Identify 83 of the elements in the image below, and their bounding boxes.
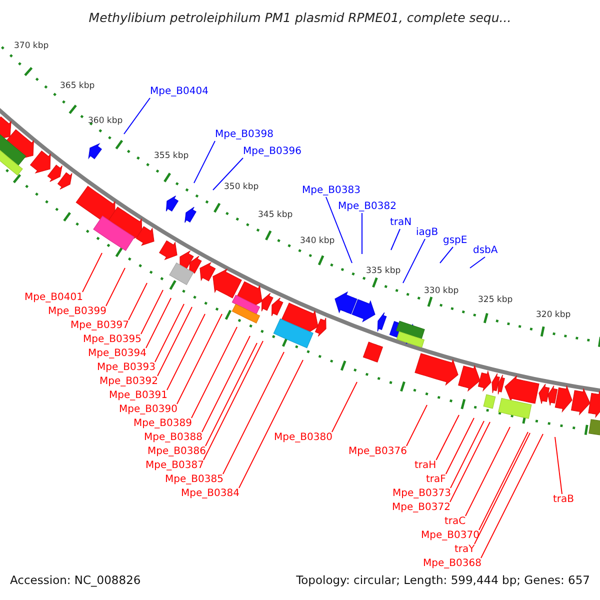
leader-line xyxy=(176,314,222,404)
leader-line xyxy=(191,326,238,418)
gene-label: Mpe_B0398 xyxy=(215,129,274,141)
gene-label: traH xyxy=(414,460,436,472)
gene-label: Mpe_B0396 xyxy=(243,146,302,158)
gene-label: Mpe_B0372 xyxy=(392,502,450,514)
gene-label: Mpe_B0397 xyxy=(70,320,129,332)
gene-label: Mpe_B0370 xyxy=(421,530,480,542)
scale-label: 340 kbp xyxy=(300,236,335,246)
gene-label: traB xyxy=(553,494,574,506)
scale-label: 320 kbp xyxy=(536,310,571,320)
gene-label: Mpe_B0385 xyxy=(165,474,224,486)
leader-line xyxy=(203,340,264,460)
gene-label: Mpe_B0376 xyxy=(348,446,407,458)
gene-label: Mpe_B0384 xyxy=(181,488,240,500)
leader-line xyxy=(238,360,304,488)
gene-label: dsbA xyxy=(473,245,498,257)
scale-label: 325 kbp xyxy=(478,295,513,305)
footer-text: Topology: circular; Length: 599,444 bp; Genes: 657 xyxy=(296,573,590,587)
scale-label: 370 kbp xyxy=(14,41,49,51)
gene-label: traY xyxy=(454,544,475,556)
leader-line xyxy=(554,436,562,494)
leader-line xyxy=(140,290,164,334)
gene-label: iagB xyxy=(416,227,438,239)
leader-line xyxy=(440,246,454,264)
leader-line xyxy=(390,228,400,250)
leader-line xyxy=(194,140,216,184)
gene-label: Mpe_B0387 xyxy=(146,460,204,472)
gene-label: Mpe_B0401 xyxy=(24,292,83,304)
leader-line xyxy=(332,382,358,432)
gene-label: Mpe_B0373 xyxy=(392,488,451,500)
leader-line xyxy=(478,432,528,530)
leader-line xyxy=(450,422,490,502)
gene-label: Mpe_B0380 xyxy=(274,432,332,444)
leader-line xyxy=(202,336,250,432)
leader-line xyxy=(450,420,484,488)
leader-line xyxy=(154,304,184,362)
gene-label: Mpe_B0393 xyxy=(97,362,156,374)
gene-label: Mpe_B0389 xyxy=(134,418,192,430)
scale-label: 350 kbp xyxy=(224,182,259,192)
leader-line xyxy=(474,432,530,544)
leader-line xyxy=(470,256,486,268)
leader-line xyxy=(106,268,126,306)
footer-text: Accession: NC_008826 xyxy=(10,573,141,587)
gene-label: Mpe_B0404 xyxy=(150,86,208,98)
gene-label: Mpe_B0399 xyxy=(48,306,106,318)
leader-line xyxy=(212,158,244,190)
scale-label: 330 kbp xyxy=(424,286,459,296)
gene-label: Mpe_B0390 xyxy=(119,404,178,416)
leader-line xyxy=(480,434,544,558)
leader-line xyxy=(402,238,426,284)
gene-label: Mpe_B0394 xyxy=(88,348,146,360)
scale-label: 355 kbp xyxy=(154,151,189,161)
gene-label: Mpe_B0392 xyxy=(100,376,158,388)
scale-label: 365 kbp xyxy=(60,81,95,91)
gene-label: Mpe_B0391 xyxy=(109,390,168,402)
gene-label: Mpe_B0382 xyxy=(338,201,396,213)
leader-line xyxy=(465,426,510,516)
gene-label: traF xyxy=(426,474,446,486)
leader-line xyxy=(222,352,284,474)
leader-line xyxy=(157,306,192,376)
gene-label: Mpe_B0395 xyxy=(83,334,142,346)
leader-line xyxy=(406,404,428,446)
leader-line xyxy=(124,98,150,134)
leader-line xyxy=(436,414,460,460)
leader-line xyxy=(205,342,258,446)
gene-label: gspE xyxy=(443,235,468,247)
leader-line xyxy=(146,298,172,348)
gene-label: Mpe_B0386 xyxy=(148,446,206,458)
gene-label: traC xyxy=(444,516,466,528)
map-title: Methylibium petroleiphilum PM1 plasmid RPME01, complete sequ... xyxy=(88,10,512,25)
gene-label: Mpe_B0368 xyxy=(423,558,482,570)
gene-label: Mpe_B0388 xyxy=(144,432,202,444)
leader-line xyxy=(128,282,148,320)
gene-label: traN xyxy=(390,217,412,229)
leader-line xyxy=(166,314,206,390)
leader-line xyxy=(445,418,474,474)
leader-line xyxy=(82,252,102,292)
scale-label: 360 kbp xyxy=(88,116,123,126)
gene-label: Mpe_B0383 xyxy=(302,185,360,197)
scale-label: 335 kbp xyxy=(366,266,401,276)
leader-line xyxy=(326,196,352,264)
scale-label: 345 kbp xyxy=(258,210,293,220)
